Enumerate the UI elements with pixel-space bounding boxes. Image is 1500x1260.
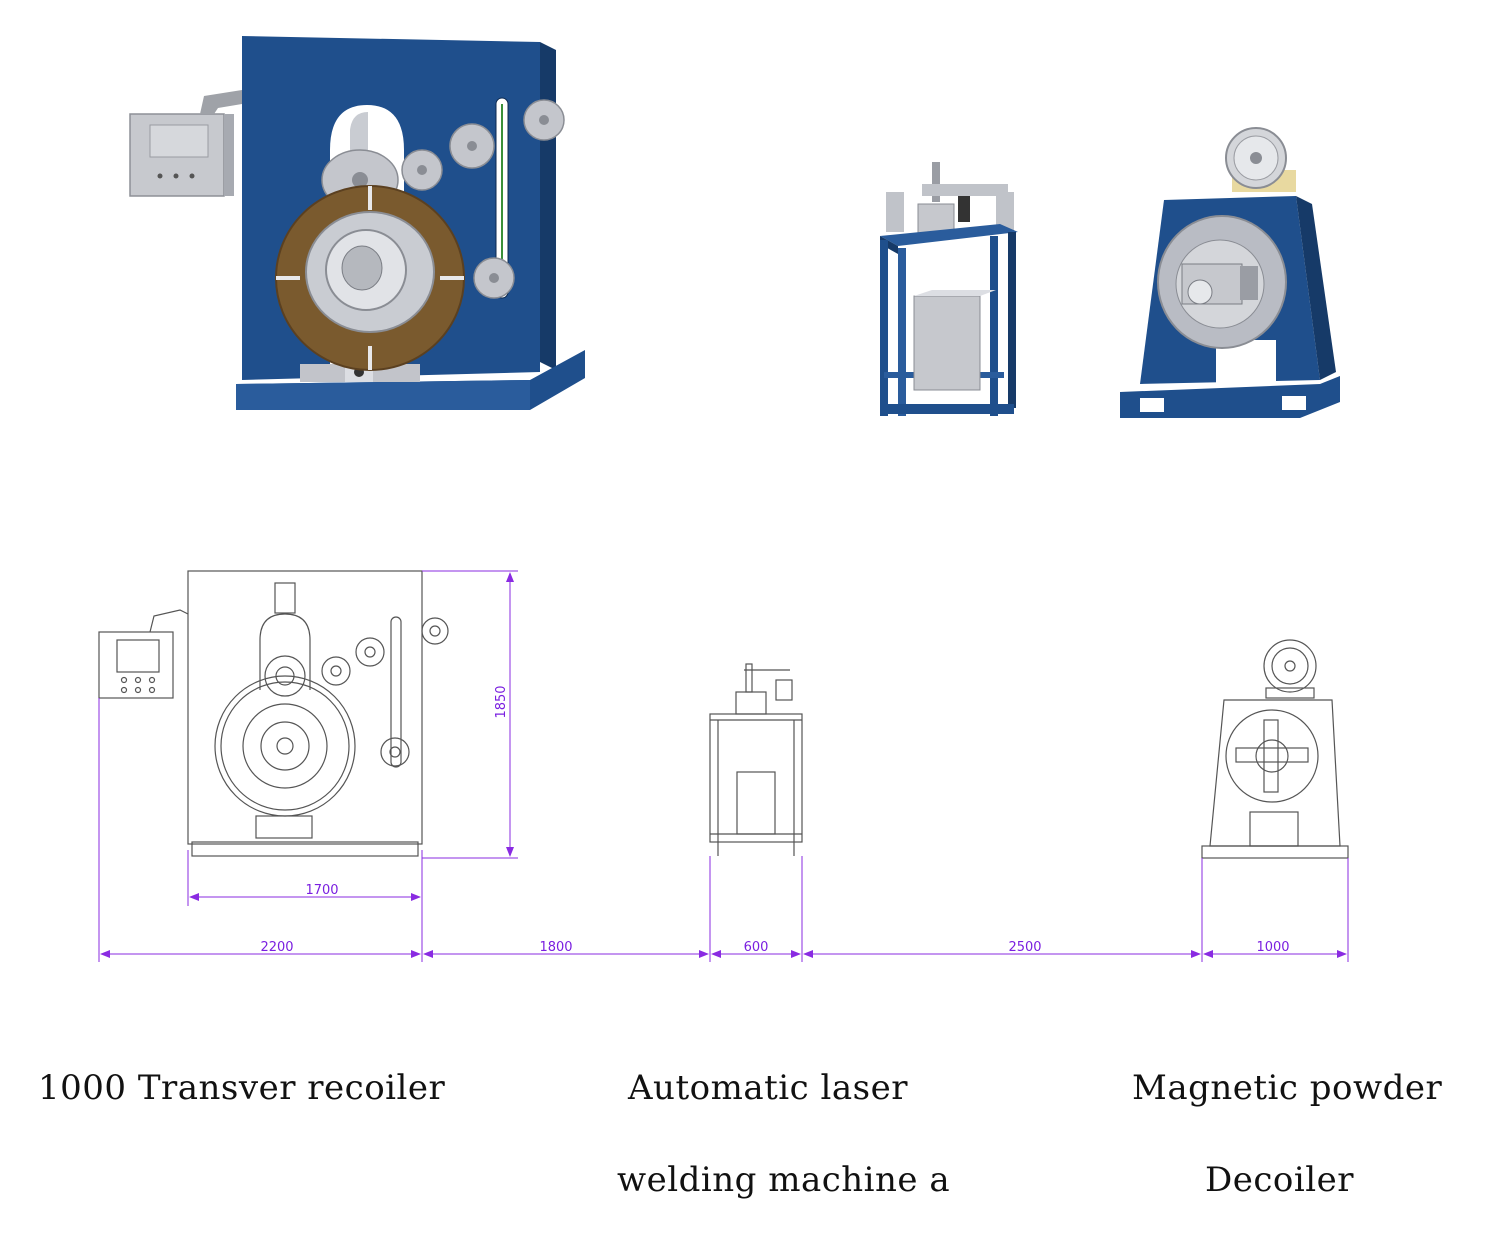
dim-recoiler-total-label: 2200 xyxy=(260,940,293,955)
dim-gap-1-label: 1800 xyxy=(539,940,572,955)
caption-decoiler-line-1: Magnetic powder xyxy=(1132,1068,1443,1108)
dim-welder-width-label: 600 xyxy=(744,940,769,955)
recoiler-3d-render xyxy=(129,36,585,410)
dim-gap-2-label: 2500 xyxy=(1008,940,1041,955)
dimension-lines xyxy=(98,570,1349,962)
welder-line-drawing xyxy=(709,663,803,856)
dim-decoiler-width-label: 1000 xyxy=(1256,940,1289,955)
decoiler-line-drawing xyxy=(1201,639,1349,859)
dim-height-label: 1850 xyxy=(494,685,509,718)
caption-welder-line-1: Automatic laser xyxy=(628,1068,908,1108)
recoiler-line-drawing xyxy=(98,570,449,857)
welder-3d-render xyxy=(880,162,1018,416)
caption-decoiler-line-2: Decoiler xyxy=(1205,1160,1355,1200)
dimension-labels: 1850 1700 2200 1800 600 2500 1000 xyxy=(260,685,1289,955)
dim-recoiler-base-label: 1700 xyxy=(305,883,338,898)
decoiler-3d-render xyxy=(1120,127,1340,418)
caption-welder-line-2: welding machine a xyxy=(617,1160,951,1200)
caption-recoiler: 1000 Transver recoiler xyxy=(38,1068,446,1108)
